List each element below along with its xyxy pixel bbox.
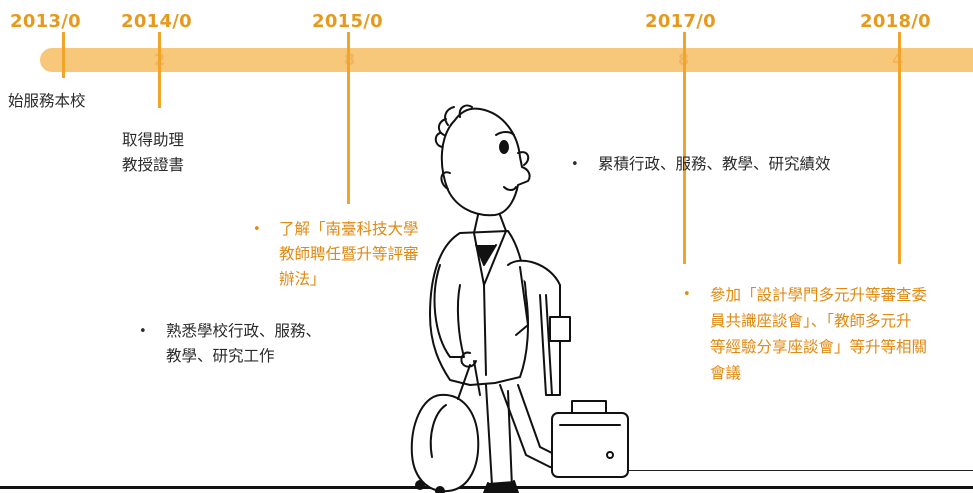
event-extra-line: 熟悉學校行政、服務、 [166, 322, 322, 340]
year-label-2017: 2017/0 [645, 11, 716, 32]
bullet-icon: • [683, 287, 691, 302]
tick-2017 [683, 32, 686, 264]
bullet-icon: • [571, 157, 579, 172]
event-2018-line: 會議 [710, 364, 742, 382]
event-2017-text: 累積行政、服務、教學、研究績效 [598, 152, 831, 177]
tick-2018 [898, 32, 901, 264]
bullet-icon: • [139, 324, 147, 339]
event-2018-line: 等經驗分享座談會」等升等相關 [710, 338, 928, 356]
tick-2014 [158, 32, 161, 108]
year-label-2013: 2013/0 [10, 11, 81, 32]
traveler-with-luggage-icon [410, 104, 629, 493]
event-2017-line: 累積行政、服務、教學、研究績效 [598, 155, 831, 173]
year-label-2015: 2015/0 [312, 11, 383, 32]
event-2015-line: 了解「南臺科技大學 [279, 220, 419, 238]
year-label-2018: 2018/0 [860, 11, 931, 32]
event-extra-text: 熟悉學校行政、服務、 教學、研究工作 [166, 319, 321, 369]
event-2015-line: 辦法」 [279, 270, 326, 288]
year-label-2014: 2014/0 [121, 11, 192, 32]
tick-hint: 4 [892, 50, 903, 69]
event-2014-text: 取得助理 教授證書 [122, 128, 184, 178]
tick-2013 [62, 32, 65, 78]
event-2013-text: 始服務本校 [8, 92, 86, 110]
event-2018-text: 參加「設計學門多元升等審查委 員共識座談會」、「教師多元升 等經驗分享座談會」等… [710, 282, 927, 386]
event-2015-line: 教師聘任暨升等評審 [279, 245, 419, 263]
timeline-bar [40, 48, 973, 72]
ground-line-back [620, 470, 973, 471]
event-extra-line: 教學、研究工作 [166, 347, 275, 365]
event-2015-text: 了解「南臺科技大學 教師聘任暨升等評審 辦法」 [279, 217, 419, 292]
tick-2015 [347, 32, 350, 204]
event-2018-line: 參加「設計學門多元升等審查委 [710, 286, 928, 304]
bullet-icon: • [253, 222, 261, 237]
event-2018-line: 員共識座談會」、「教師多元升 [710, 312, 912, 330]
event-2014-line: 教授證書 [122, 156, 185, 174]
event-2014-line: 取得助理 [122, 131, 185, 149]
